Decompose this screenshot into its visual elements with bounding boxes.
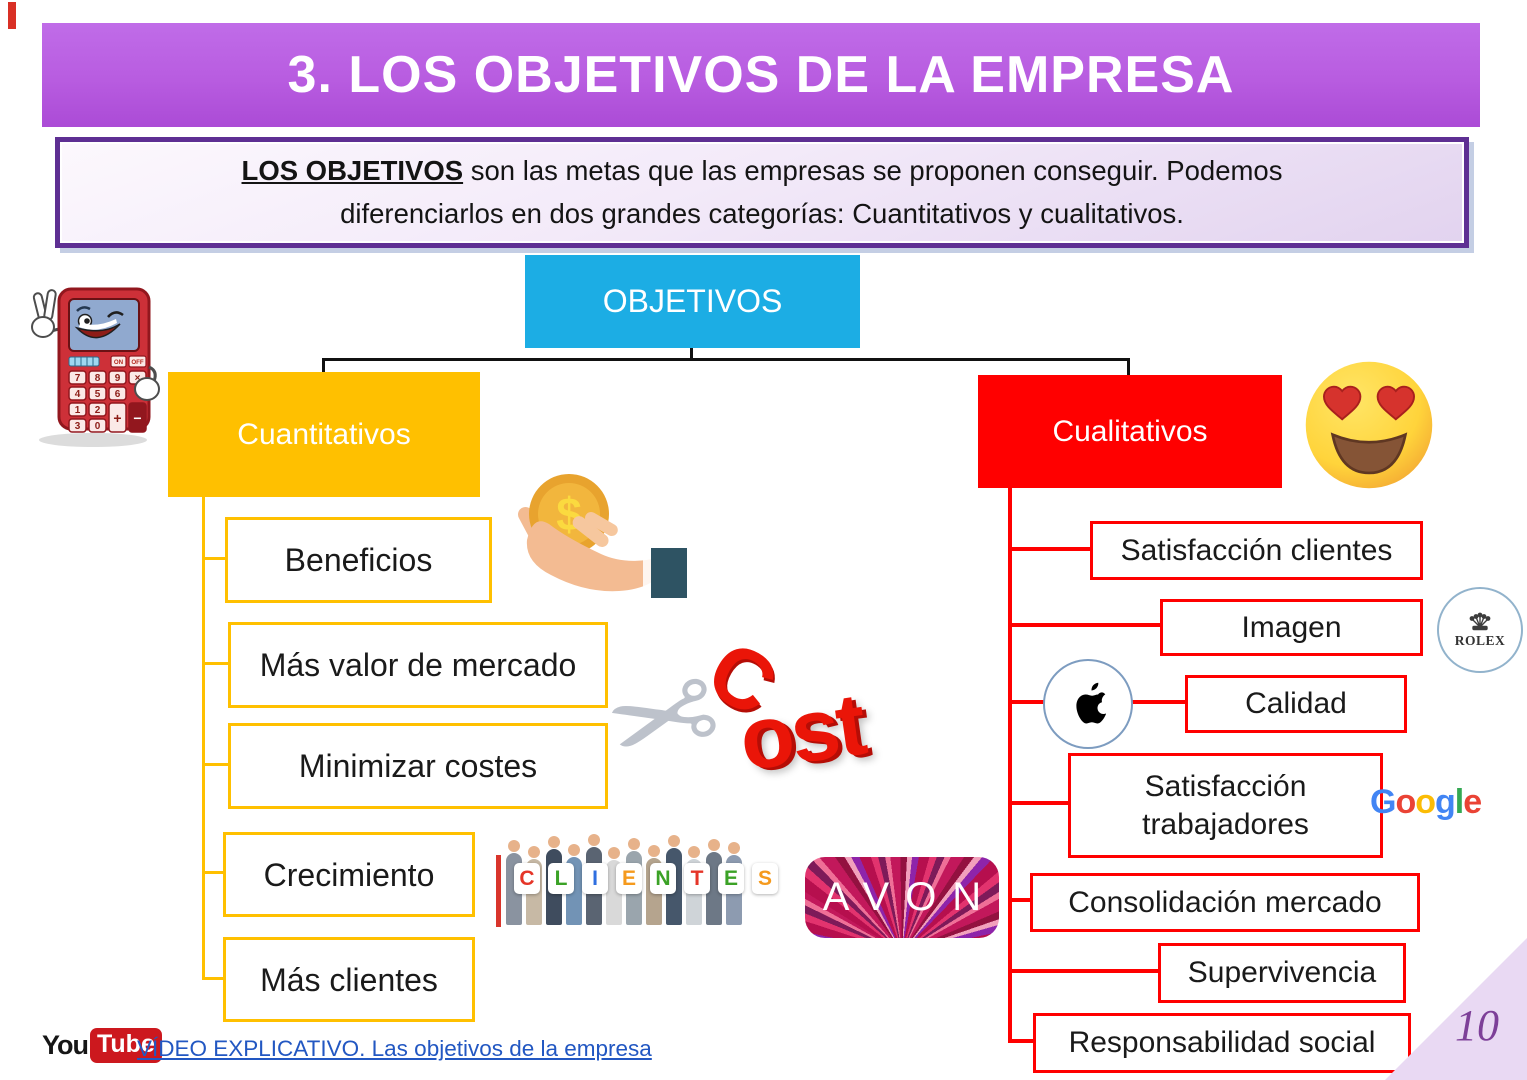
connector-root-horizontal (322, 358, 1130, 361)
item-minimizar-costes: Minimizar costes (228, 723, 608, 809)
calculator-off-key: OFF (131, 359, 144, 366)
definition-line-1: LOS OBJETIVOS son las metas que las empr… (242, 150, 1283, 193)
calculator-key: 6 (115, 389, 121, 400)
apple-logo (1043, 659, 1133, 749)
connector-costes (202, 763, 231, 766)
calculator-key: − (133, 410, 141, 426)
cost-cutting-illustration: ✂︎ C ost (592, 622, 922, 823)
connector-sat-trabajadores (1008, 801, 1068, 805)
item-mas-valor-de-mercado: Más valor de mercado (228, 622, 608, 708)
connector-calidad-left (1008, 700, 1045, 704)
item-beneficios: Beneficios (225, 517, 492, 603)
page-title: 3. LOS OBJETIVOS DE LA EMPRESA (287, 46, 1235, 104)
node-cualitativos: Cualitativos (978, 375, 1282, 488)
dollar-sign: $ (556, 488, 582, 540)
connector-supervivencia (1008, 969, 1158, 973)
letter-card: N (650, 863, 676, 894)
calculator-key: 8 (95, 373, 101, 384)
letter-card: I (582, 863, 608, 894)
calculator-key: × (135, 373, 141, 384)
rolex-logo-text: ROLEX (1454, 632, 1506, 648)
connector-drop-qualitative (1127, 358, 1130, 377)
google-letter: o (1395, 783, 1416, 821)
item-calidad: Calidad (1185, 675, 1407, 733)
item-consolidacion-mercado: Consolidación mercado (1030, 873, 1420, 932)
coin-hand-illustration: $ (518, 474, 687, 598)
letter-card: S (752, 863, 778, 894)
calculator-key: 4 (75, 389, 81, 400)
letter-card: L (548, 863, 574, 894)
connector-beneficios (202, 557, 228, 560)
google-letter: g (1435, 783, 1456, 821)
video-link[interactable]: VÍDEO EXPLICATIVO. Las objetivos de la e… (137, 1036, 652, 1061)
definition-box: LOS OBJETIVOS son las metas que las empr… (55, 137, 1469, 248)
item-satisfaccion-clientes: Satisfacción clientes (1090, 521, 1423, 580)
connector-qualitative-trunk (1008, 488, 1012, 1043)
youtube-logo: You Tube (42, 1028, 162, 1063)
scissors-icon: ✂︎ (591, 634, 735, 805)
avon-logo: AVON (805, 857, 999, 938)
letter-card: E (718, 863, 744, 894)
calculator-key: 1 (75, 405, 81, 416)
definition-line-1-rest: son las metas que las empresas se propon… (463, 154, 1283, 186)
clientes-crowd-illustration: C L I E N T E S (490, 815, 780, 935)
google-letter: o (1415, 783, 1436, 821)
letter-card: C (514, 863, 540, 894)
node-cuantitativos: Cuantitativos (168, 372, 480, 497)
calculator-key: 9 (115, 373, 121, 384)
node-objetivos: OBJETIVOS (525, 255, 860, 348)
connector-quantitative-trunk (202, 497, 205, 980)
corner-red-mark (8, 2, 16, 29)
rolex-crown-icon (1469, 612, 1491, 630)
google-letter: e (1463, 783, 1482, 821)
item-imagen: Imagen (1160, 599, 1423, 656)
connector-mas-clientes (202, 977, 226, 980)
connector-consolidacion (1008, 898, 1030, 902)
definition-line-2: diferenciarlos en dos grandes categorías… (340, 197, 1184, 229)
page-number: 10 (1455, 1001, 1499, 1050)
google-letter: G (1370, 783, 1396, 821)
definition-lead: LOS OBJETIVOS (241, 154, 464, 186)
item-satisfaccion-trabajadores: Satisfacción trabajadores (1068, 753, 1383, 858)
heart-eyes-emoji (1305, 361, 1433, 489)
letter-card: T (684, 863, 710, 894)
connector-drop-quantitative (322, 358, 325, 374)
google-letter: l (1454, 783, 1465, 821)
connector-imagen (1008, 623, 1160, 627)
connector-root-stem (690, 348, 693, 360)
connector-responsabilidad (1008, 1039, 1033, 1043)
item-crecimiento: Crecimiento (223, 832, 475, 917)
apple-icon (1076, 682, 1106, 724)
cost-word: ost (733, 673, 870, 790)
calculator-key: + (113, 410, 121, 426)
youtube-logo-you: You (42, 1030, 89, 1060)
item-supervivencia: Supervivencia (1158, 943, 1406, 1003)
calculator-key: 7 (75, 373, 81, 384)
connector-valor (202, 662, 231, 665)
item-responsabilidad-social: Responsabilidad social (1033, 1013, 1411, 1073)
letter-card: E (616, 863, 642, 894)
connector-sat-clientes (1008, 547, 1090, 551)
rolex-logo: ROLEX (1437, 587, 1523, 673)
item-mas-clientes: Más clientes (223, 937, 475, 1022)
calculator-on-key: ON (114, 359, 124, 366)
avon-logo-text: AVON (822, 875, 998, 919)
google-logo: Google (1370, 783, 1482, 822)
calculator-key: 5 (95, 389, 101, 400)
crowd-red-bar (496, 855, 501, 927)
connector-calidad-right (1129, 700, 1185, 704)
clientes-letter-cards: C L I E N T E S (514, 863, 778, 894)
calculator-key: 2 (95, 405, 101, 416)
calculator-key: 0 (95, 421, 101, 432)
youtube-logo-tube: Tube (90, 1028, 162, 1063)
slide-header: 3. LOS OBJETIVOS DE LA EMPRESA (42, 23, 1480, 127)
connector-crecimiento (202, 871, 226, 874)
calculator-key: 3 (75, 421, 81, 432)
calculator-mascot-illustration: ON OFF 7 8 9 × 4 5 6 1 2 3 0 + − (31, 287, 160, 447)
